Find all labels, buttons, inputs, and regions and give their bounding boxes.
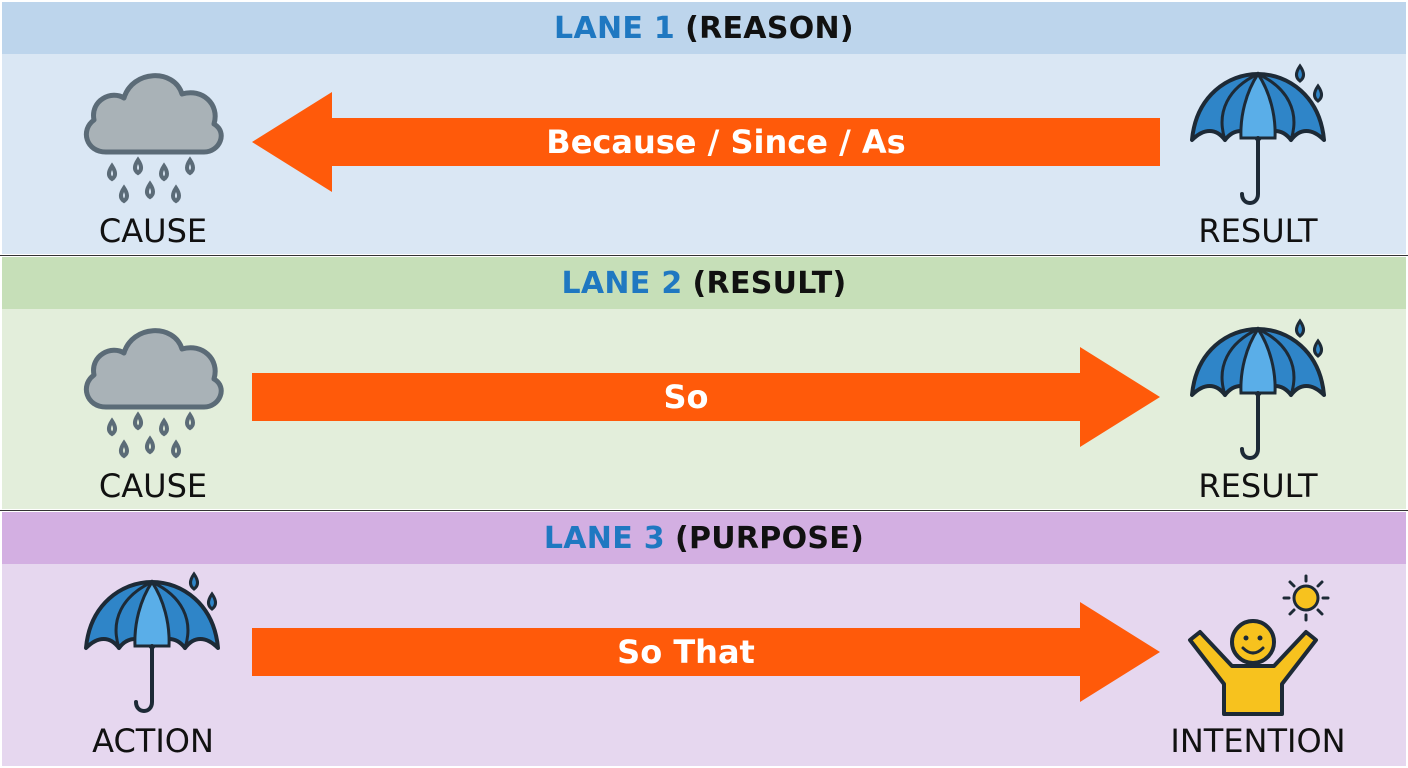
cause-label: CAUSE [98, 212, 208, 250]
umbrella-icon [1188, 317, 1338, 467]
arrow-label: So That [617, 633, 755, 671]
rain-cloud-icon [78, 64, 228, 204]
because-arrow: Because / Since / As [252, 92, 1160, 192]
cause-label: CAUSE [98, 467, 208, 505]
lane-result: LANE 2 (RESULT) CAUSE S [2, 257, 1406, 509]
lane-header: LANE 3 (PURPOSE) [2, 512, 1406, 564]
lane-number: LANE 2 [561, 265, 683, 301]
lane-body: CAUSE Because / Since / As RESULT [2, 54, 1406, 254]
lane-reason: LANE 1 (REASON) CAUSE B [2, 2, 1406, 254]
lane-body: CAUSE So RESULT [2, 309, 1406, 509]
umbrella-icon [1188, 62, 1338, 212]
right-arrow-shape [252, 602, 1160, 702]
arrow-label: Because / Since / As [546, 123, 906, 161]
rain-cloud-icon [78, 319, 228, 459]
result-label: RESULT [1198, 212, 1318, 250]
lane-title: (PURPOSE) [674, 520, 865, 556]
result-label: RESULT [1198, 467, 1318, 505]
lane-purpose: LANE 3 (PURPOSE) ACTION So That [2, 512, 1406, 766]
so-that-arrow: So That [252, 602, 1160, 702]
left-arrow-shape [252, 92, 1160, 192]
arrow-label: So [663, 378, 709, 416]
lane-divider [0, 510, 1408, 511]
lane-title: (REASON) [685, 10, 854, 46]
lane-title: (RESULT) [692, 265, 847, 301]
intention-label: INTENTION [1170, 722, 1346, 760]
happy-person-sun-icon [1182, 568, 1342, 718]
lane-number: LANE 1 [554, 10, 676, 46]
action-label: ACTION [92, 722, 214, 760]
sun-icon [1282, 574, 1330, 622]
lane-body: ACTION So That [2, 564, 1406, 766]
lane-header: LANE 1 (REASON) [2, 2, 1406, 54]
umbrella-icon [82, 570, 232, 720]
lane-number: LANE 3 [543, 520, 665, 556]
so-arrow: So [252, 347, 1160, 447]
lane-divider [0, 255, 1408, 256]
lane-header: LANE 2 (RESULT) [2, 257, 1406, 309]
right-arrow-shape [252, 347, 1160, 447]
